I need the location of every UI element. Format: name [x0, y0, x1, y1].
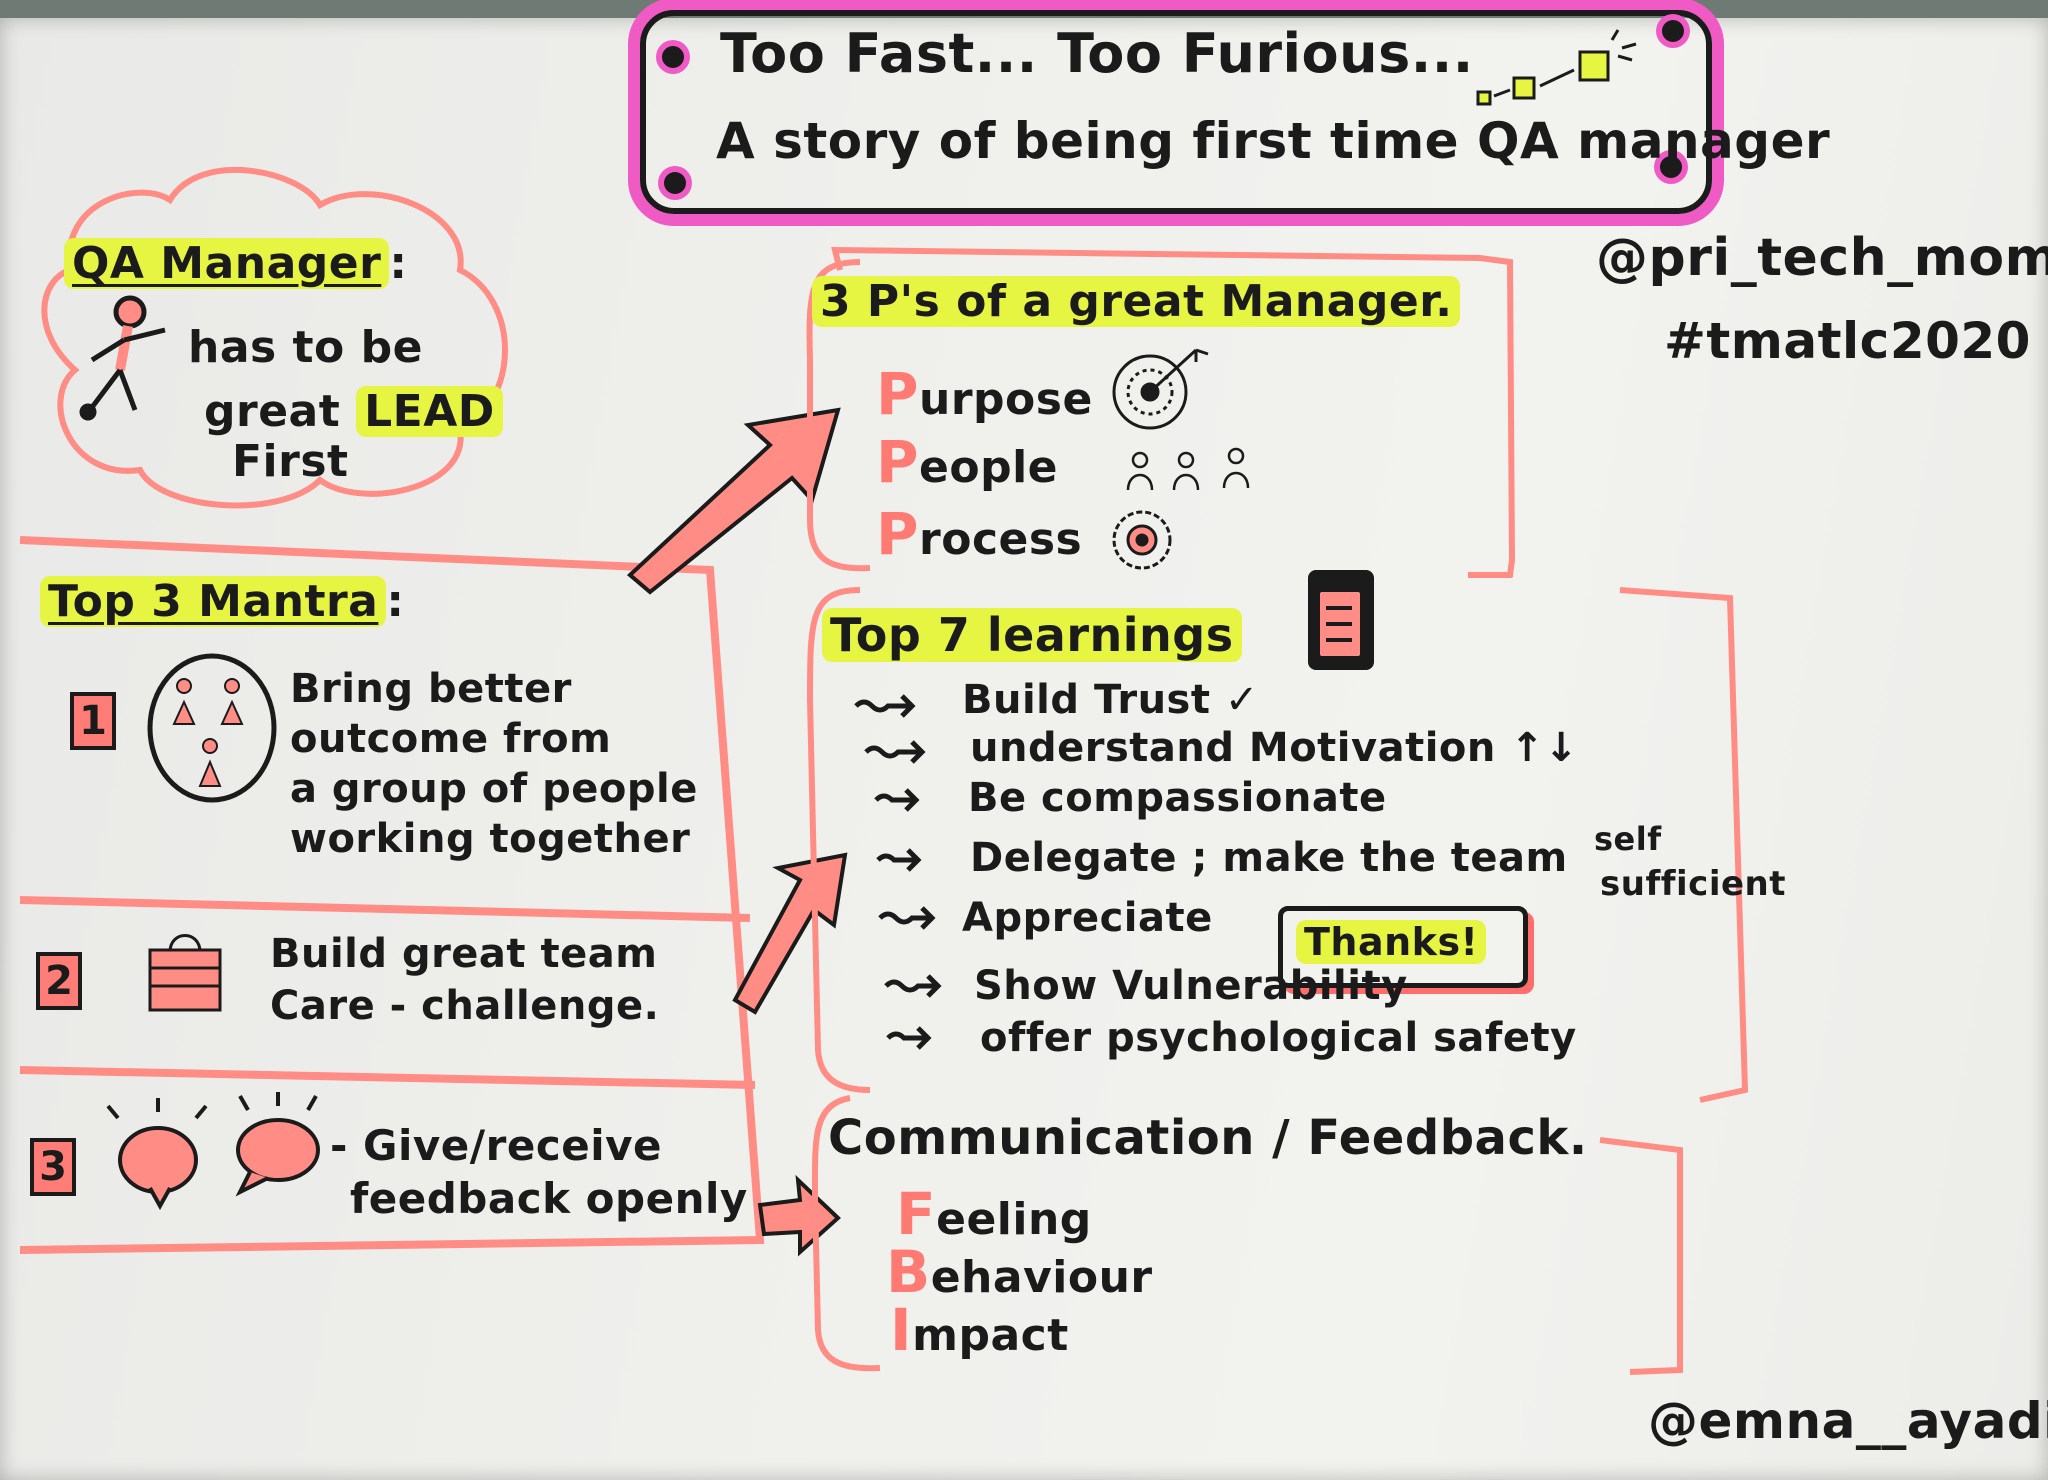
mantra-line: Bring better [290, 666, 572, 712]
learning-item-7: offer psychological safety [980, 1015, 1577, 1061]
three-ps-word: rocess [919, 514, 1083, 565]
people-icon [1126, 447, 1250, 491]
arrow-to-learnings [732, 852, 848, 1015]
qa-manager-line-2-a: great [204, 386, 341, 437]
author-handle-bottom: @emna__ayadi [1648, 1392, 2048, 1450]
qa-manager-line-3: First [232, 436, 349, 487]
feedback-word: ehaviour [930, 1252, 1153, 1303]
learning-bullet-arrows [854, 694, 942, 1050]
learning-item-6: Show Vulnerability [974, 963, 1408, 1009]
mantra-line: Build great team [270, 931, 658, 977]
learning-self: self [1594, 820, 1662, 858]
feedback-initial: B [886, 1238, 931, 1306]
mantra-item-3: - Give/receive feedback openly [330, 1120, 748, 1225]
learning-sufficient: sufficient [1600, 864, 1787, 904]
growth-steps-icon [1476, 29, 1637, 106]
mantra-line: Care - challenge. [270, 983, 660, 1029]
qa-manager-heading: QA Manager: [64, 238, 407, 289]
arrow-to-3ps [626, 407, 841, 595]
mantra-line: feedback openly [350, 1173, 748, 1223]
running-person-icon [79, 295, 166, 421]
arrow-to-communication [757, 1174, 841, 1257]
mantra-divider-2 [19, 1066, 756, 1089]
learning-item-1: Build Trust ✓ [962, 680, 1259, 720]
learning-text: Build Trust [962, 677, 1211, 723]
bracket-comm-left [811, 1095, 881, 1372]
banner-corner-dot [1662, 20, 1684, 42]
three-ps-word: urpose [919, 374, 1093, 425]
feedback-initial: I [890, 1296, 913, 1364]
thanks-label: Thanks! [1296, 920, 1487, 964]
bracket-comm-right [1599, 1137, 1683, 1375]
mantra-number-2: 2 [36, 952, 82, 1010]
mantra-frame [19, 536, 765, 1254]
qa-manager-line-2: great LEAD [204, 386, 503, 439]
three-ps-initial: P [876, 500, 920, 568]
learnings-label: Top 7 learnings [822, 608, 1242, 662]
three-ps-initial: P [876, 428, 920, 496]
team-stack-icon [148, 934, 222, 1012]
learning-item-2: understand Motivation ↑↓ [970, 728, 1578, 768]
banner-corner-dot [664, 172, 686, 194]
mantra-heading: Top 3 Mantra: [40, 576, 404, 627]
feedback-item-impact: Impact [890, 1296, 1069, 1364]
three-ps-heading: 3 P's of a great Manager. [812, 276, 1461, 327]
book-icon [1308, 570, 1374, 670]
qa-manager-line-1: has to be [188, 322, 423, 373]
target-icon [1112, 348, 1209, 430]
title-line-1: Too Fast... Too Furious... [720, 22, 1474, 85]
title-line-2: A story of being first time QA manager [716, 112, 1831, 170]
qa-manager-label: QA Manager [64, 238, 390, 289]
author-handle-top: @pri_tech_mom [1596, 228, 2048, 288]
thanks-box [1278, 906, 1528, 988]
group-people-icon [147, 653, 277, 803]
mantra-label: Top 3 Mantra [40, 576, 387, 627]
learning-text: understand Motivation [970, 725, 1496, 771]
mantra-line: outcome from [290, 716, 612, 762]
thanks-text: Thanks! [1296, 920, 1487, 964]
hashtag: #tmatlc2020 [1664, 312, 2031, 370]
three-ps-item-purpose: Purpose [876, 360, 1093, 428]
banner-corner-dot [662, 46, 684, 68]
mantra-number-1: 1 [70, 692, 116, 750]
gear-icon [1112, 510, 1172, 570]
mantra-line: a group of people [290, 766, 698, 812]
three-ps-label: 3 P's of a great Manager. [812, 276, 1461, 327]
mantra-line: working together [290, 816, 691, 862]
learning-item-4: Delegate ; make the team [970, 835, 1568, 881]
bracket-learnings-right [1619, 587, 1749, 1103]
three-ps-word: eople [919, 442, 1059, 493]
feedback-word: mpact [912, 1310, 1069, 1361]
bracket-3ps [831, 246, 1516, 578]
title-banner [640, 10, 1712, 214]
feedback-item-behaviour: Behaviour [886, 1238, 1153, 1306]
three-ps-item-process: Process [876, 500, 1082, 568]
mantra-line: - Give/receive [330, 1121, 662, 1170]
bracket-3ps-left [806, 259, 871, 572]
speech-bubbles-icon [106, 1092, 320, 1211]
banner-corner-dot [1660, 156, 1682, 178]
learnings-heading: Top 7 learnings [822, 608, 1242, 662]
mantra-divider-1 [19, 896, 751, 922]
updown-arrows-icon: ↑↓ [1510, 725, 1579, 771]
learning-item-5: Appreciate [962, 895, 1213, 941]
qa-manager-colon: : [389, 238, 408, 289]
feedback-item-feeling: Feeling [896, 1180, 1092, 1248]
qa-manager-lead: LEAD [356, 386, 503, 437]
learning-item-3: Be compassionate [968, 775, 1387, 821]
three-ps-item-people: People [876, 428, 1058, 496]
mantra-item-1: Bring better outcome from a group of peo… [290, 664, 698, 864]
check-icon: ✓ [1224, 677, 1259, 723]
mantra-colon: : [386, 576, 405, 627]
bracket-learnings-left [806, 587, 871, 1093]
feedback-initial: F [896, 1180, 937, 1248]
mantra-item-2: Build great team Care - challenge. [270, 928, 659, 1032]
feedback-word: eeling [936, 1194, 1092, 1245]
three-ps-initial: P [876, 360, 920, 428]
mantra-number-3: 3 [30, 1138, 76, 1196]
communication-heading: Communication / Feedback. [828, 1110, 1588, 1166]
